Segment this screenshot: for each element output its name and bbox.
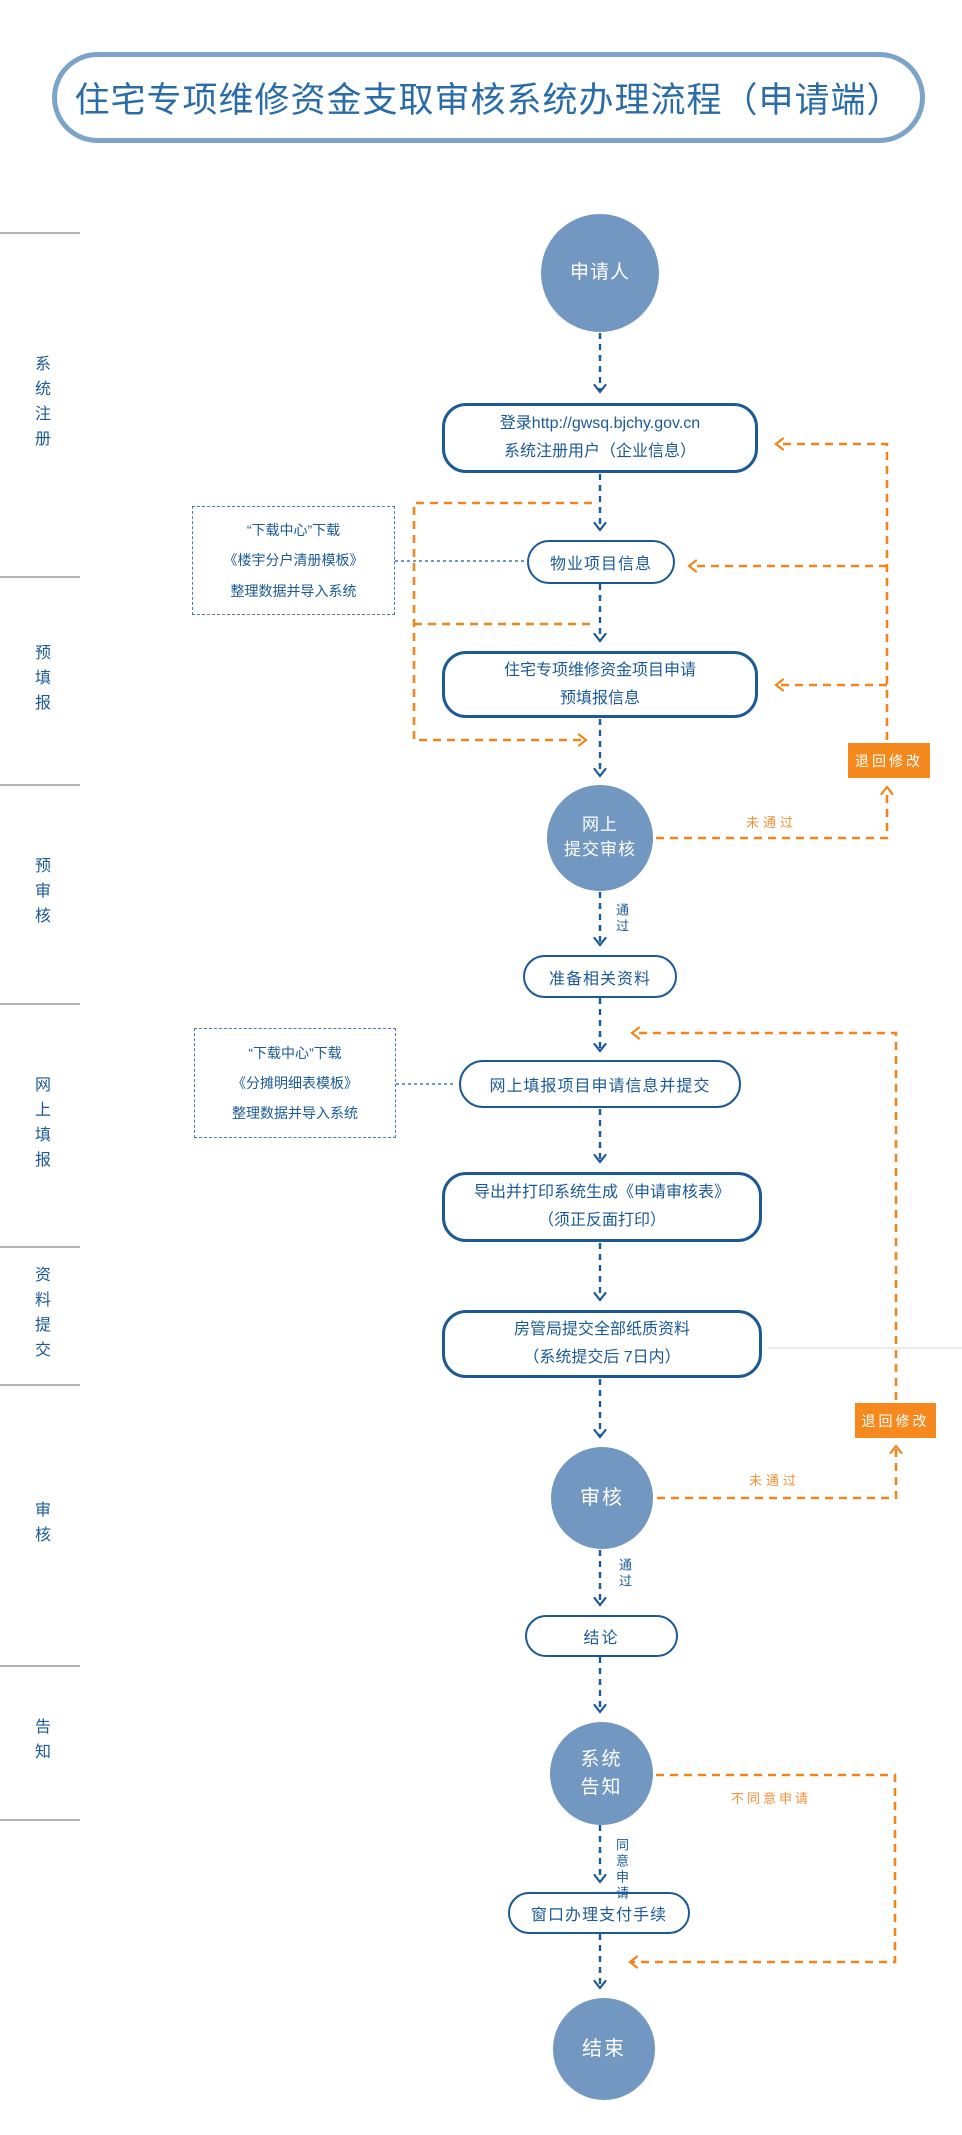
edge-label-pass-1: 通过 xyxy=(614,903,629,935)
left-branch-paths xyxy=(412,501,592,747)
stage-label-text: 预审核 xyxy=(32,857,49,932)
node-submit-paper-label: 房管局提交全部纸质资料 （系统提交后 7日内） xyxy=(513,1321,690,1366)
node-login-label: 登录http://gwsq.bjchy.gov.cn 系统注册用户（企业信息） xyxy=(499,415,701,460)
note2-text: “下载中心”下载 《分摊明细表模板》 整理数据并导入系统 xyxy=(232,1044,358,1122)
deny-path xyxy=(628,1773,897,1969)
sidebar-stage-prereview: 预审核 xyxy=(18,785,62,1004)
node-prepare: 准备相关资料 xyxy=(523,955,677,998)
stage-label-text: 网上填报 xyxy=(32,1075,49,1176)
note-download-template2: “下载中心”下载 《分摊明细表模板》 整理数据并导入系统 xyxy=(194,1028,396,1138)
node-prepare-label: 准备相关资料 xyxy=(548,970,651,988)
node-end: 结束 xyxy=(553,1998,655,2100)
return2-to-onlinefill xyxy=(630,1026,898,1400)
edge-label-agree: 同意申请 xyxy=(614,1838,629,1902)
node-property-info: 物业项目信息 xyxy=(527,540,675,584)
node-submit-paper: 房管局提交全部纸质资料 （系统提交后 7日内） xyxy=(442,1310,762,1378)
node-export-print: 导出并打印系统生成《申请审核表》 （须正反面打印） xyxy=(442,1172,762,1242)
node-window-pay: 窗口办理支付手续 xyxy=(508,1892,690,1934)
node-conclusion: 结论 xyxy=(525,1615,678,1657)
return-fix-2-label: 退回修改 xyxy=(861,1412,930,1429)
sidebar-dividers xyxy=(0,232,80,1821)
edge-label-pass-2: 通过 xyxy=(617,1558,632,1590)
note-download-template1: “下载中心”下载 《楼宇分户清册模板》 整理数据并导入系统 xyxy=(192,506,395,615)
stage-label-text: 审核 xyxy=(32,1500,49,1551)
node-applicant: 申请人 xyxy=(541,214,659,332)
branch-left-loop xyxy=(412,501,592,747)
stage-label-text: 告知 xyxy=(32,1718,49,1768)
node-online-submit: 网上 提交审核 xyxy=(547,785,653,891)
node-online-fill-label: 网上填报项目申请信息并提交 xyxy=(489,1078,711,1095)
fail2-to-returnbox2 xyxy=(657,1444,903,1500)
note1-text: “下载中心”下载 《楼宇分户清册模板》 整理数据并导入系统 xyxy=(223,522,364,599)
sidebar-stage-prefill: 预填报 xyxy=(18,577,62,785)
node-applicant-label: 申请人 xyxy=(569,262,630,284)
node-online-submit-label: 网上 提交审核 xyxy=(564,815,636,859)
stage-label-text: 系统注册 xyxy=(32,355,49,455)
sidebar-stage-onlinefill: 网上填报 xyxy=(18,1004,62,1247)
node-window-pay-label: 窗口办理支付手续 xyxy=(530,1907,667,1924)
node-review: 审核 xyxy=(551,1447,653,1549)
sidebar-stage-notify: 告知 xyxy=(18,1666,62,1820)
return-fix-box-2: 退回修改 xyxy=(855,1403,936,1438)
node-export-print-label: 导出并打印系统生成《申请审核表》 （须正反面打印） xyxy=(473,1184,730,1229)
return1-to-login xyxy=(774,437,889,740)
edge-label-disagree: 不同意申请 xyxy=(731,1791,812,1806)
node-system-notify: 系统 告知 xyxy=(550,1722,653,1825)
node-login: 登录http://gwsq.bjchy.gov.cn 系统注册用户（企业信息） xyxy=(442,403,758,473)
fail1-to-returnbox1 xyxy=(656,785,894,840)
node-end-label: 结束 xyxy=(582,2037,626,2060)
node-prefill-label: 住宅专项维修资金项目申请 预填报信息 xyxy=(503,661,696,707)
sidebar-stage-review: 审核 xyxy=(18,1385,62,1666)
node-system-notify-label: 系统 告知 xyxy=(580,1748,623,1798)
stage-label-text: 资料提交 xyxy=(32,1266,49,1366)
note-connectors xyxy=(395,560,524,1085)
feedback-loop-2 xyxy=(630,1026,903,1500)
return-fix-box-1: 退回修改 xyxy=(848,743,930,778)
node-review-label: 审核 xyxy=(580,1486,624,1509)
page-title: 住宅专项维修资金支取审核系统办理流程（申请端） xyxy=(74,81,903,120)
node-online-fill: 网上填报项目申请信息并提交 xyxy=(459,1060,741,1108)
edge-label-fail-2: 未通过 xyxy=(749,1473,801,1488)
edge-label-fail-1: 未通过 xyxy=(746,815,798,830)
node-property-info-label: 物业项目信息 xyxy=(549,556,652,573)
deny-to-end xyxy=(628,1773,897,1969)
stage-label-text: 预填报 xyxy=(32,643,49,719)
return-fix-1-label: 退回修改 xyxy=(855,752,923,769)
sidebar-stage-register: 系统注册 xyxy=(18,233,62,577)
title-banner: 住宅专项维修资金支取审核系统办理流程（申请端） xyxy=(52,52,925,143)
feedback-loop-1 xyxy=(656,437,894,840)
node-conclusion-label: 结论 xyxy=(583,1630,620,1647)
sidebar-stage-materials: 资料提交 xyxy=(18,1247,62,1385)
node-prefill: 住宅专项维修资金项目申请 预填报信息 xyxy=(442,651,758,718)
